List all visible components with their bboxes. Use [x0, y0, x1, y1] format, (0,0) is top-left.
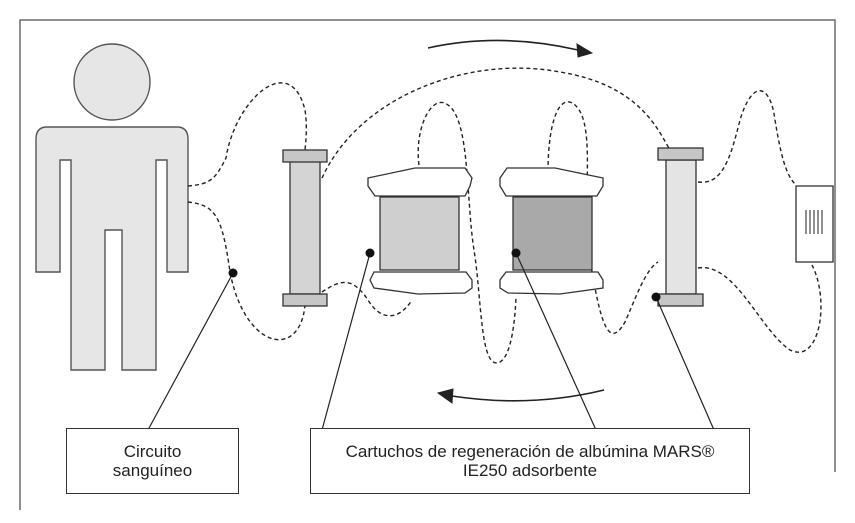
cartridge-1-body	[379, 196, 460, 271]
leader-lines	[147, 252, 715, 431]
adsorbent-cartridge-2	[499, 167, 604, 295]
marker-cartridge-1	[365, 248, 375, 258]
cartridge-1-bottom-cap	[369, 271, 473, 295]
tubing-top-loop	[321, 67, 671, 179]
cartridges-label: Cartuchos de regeneración de albúmina MA…	[310, 428, 750, 494]
tubing-cart1-top	[417, 101, 517, 364]
tubing-to-column	[187, 82, 308, 187]
dialyzer-column-left	[282, 149, 328, 307]
column-left-body	[289, 159, 321, 295]
leader-cartridge-1	[321, 252, 371, 431]
tubing-cart2-top	[547, 101, 659, 335]
column-right-cap-top	[657, 147, 704, 161]
patient-body	[35, 126, 189, 371]
flow-arrow-bottom-head	[436, 388, 454, 404]
flow-arrow-bottom	[451, 389, 605, 402]
filter-device-fibers	[805, 210, 823, 234]
column-right-body	[665, 159, 697, 295]
blood-circuit-label: Circuito sanguíneo	[66, 428, 239, 494]
cartridge-2-top-cap	[499, 167, 604, 197]
column-left-cap-bottom	[282, 293, 328, 307]
figure-frame	[19, 19, 836, 510]
albumin-cartridge-1	[367, 167, 473, 295]
patient-figure	[35, 43, 189, 371]
dialysis-filter-device	[795, 185, 834, 263]
leader-column-right	[655, 296, 715, 431]
tubing-column-to-cart1	[321, 281, 413, 317]
cartridge-2-bottom-cap	[499, 271, 604, 295]
tubing-right-return	[697, 264, 822, 353]
cartridge-2-body	[512, 196, 593, 271]
flow-arrow-top-head	[576, 43, 594, 58]
flow-arrows	[427, 39, 605, 404]
marker-dots	[228, 248, 661, 302]
tubing-lines	[187, 67, 822, 364]
leader-cartridge-2	[515, 252, 597, 431]
tubing-return	[187, 201, 306, 341]
column-right-cap-bottom	[657, 293, 704, 307]
leader-blood-circuit	[147, 272, 234, 431]
dialyzer-column-right	[657, 147, 704, 307]
marker-cartridge-2	[511, 248, 521, 258]
tubing-right-loop	[697, 90, 797, 186]
column-left-cap-top	[282, 149, 328, 163]
flow-arrow-top	[427, 39, 579, 51]
marker-blood-circuit	[228, 268, 238, 278]
marker-column-right	[651, 292, 661, 302]
cartridge-1-top-cap	[367, 167, 473, 197]
patient-head	[73, 43, 151, 121]
